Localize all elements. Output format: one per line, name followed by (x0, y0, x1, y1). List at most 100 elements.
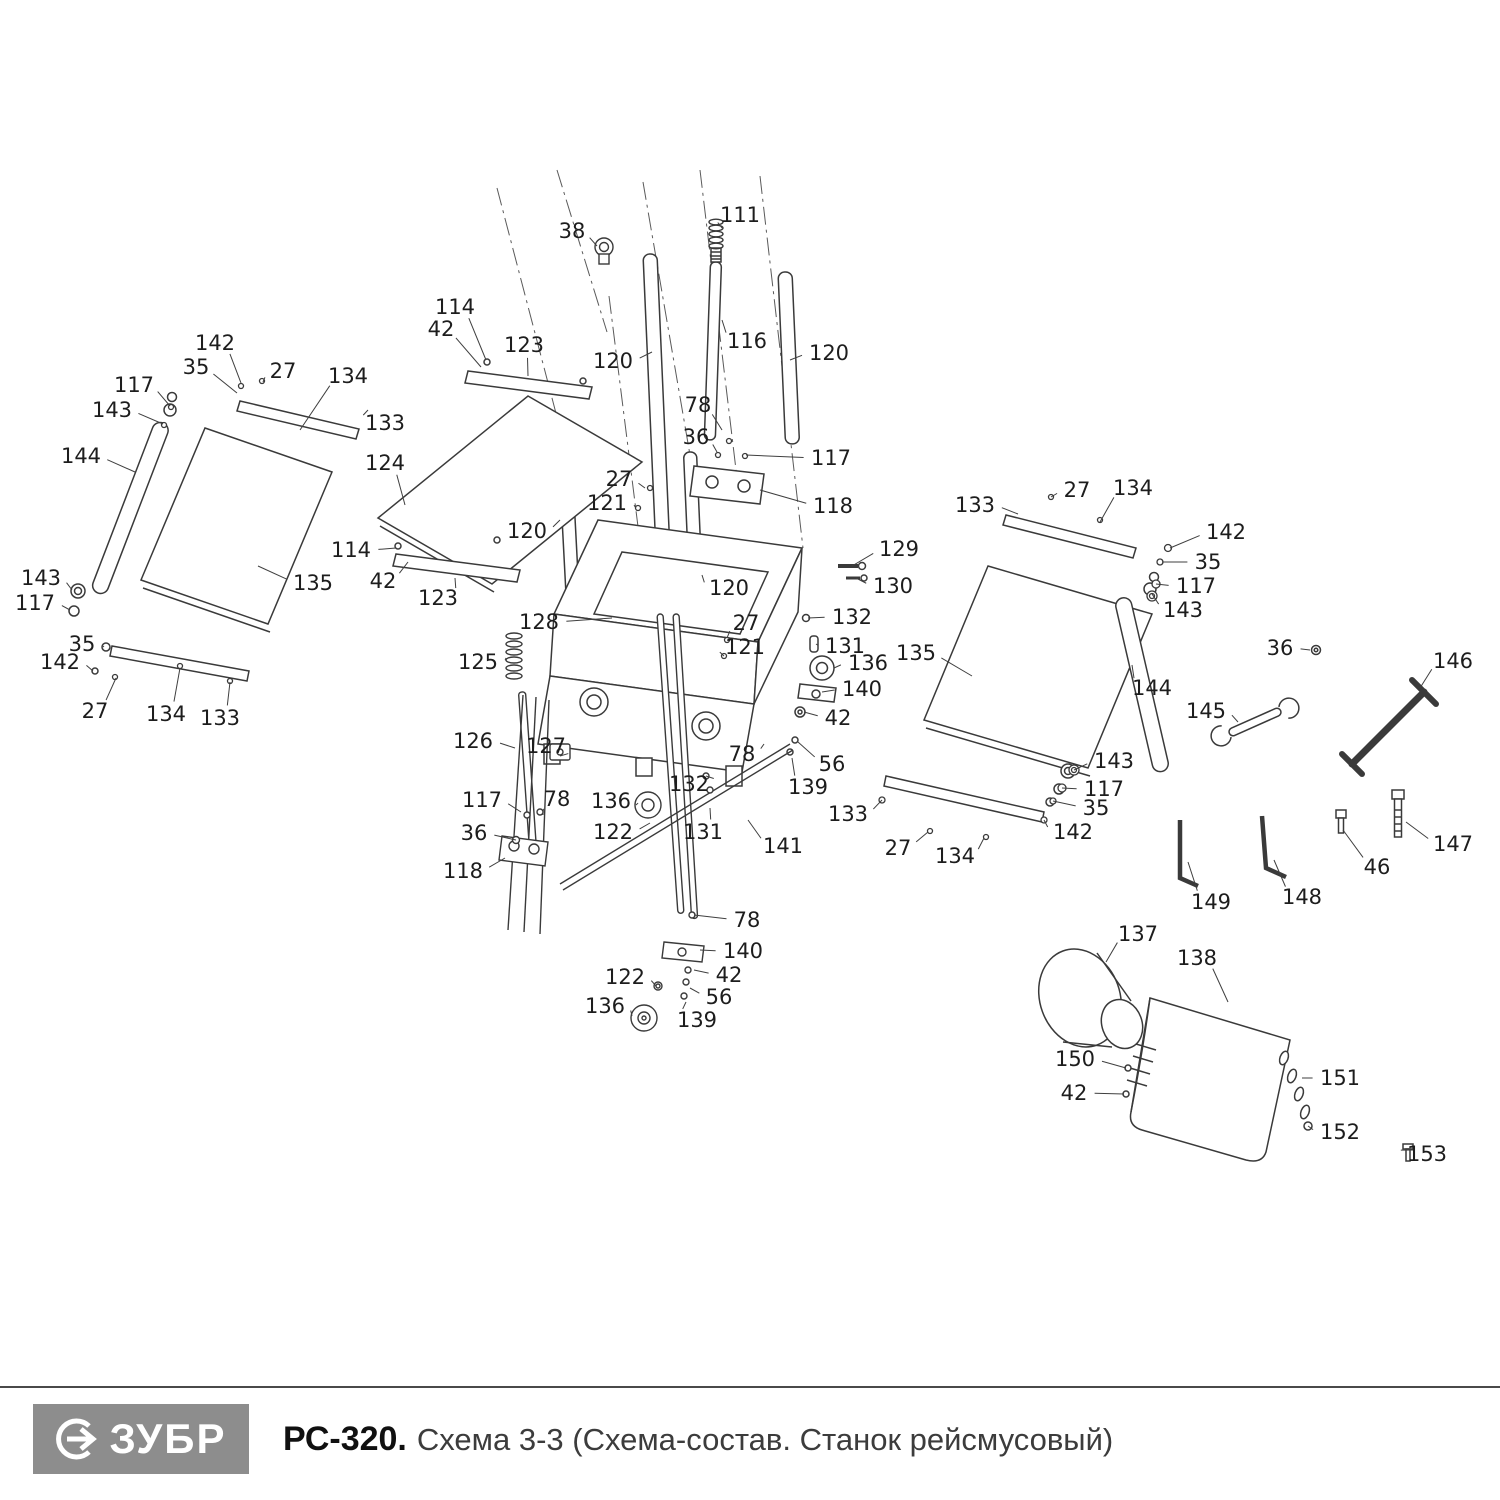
part-number-label: 142 (1206, 520, 1246, 544)
leader-line (157, 391, 171, 407)
part-number-label: 136 (591, 789, 631, 813)
part-number-label: 138 (1177, 946, 1217, 970)
leader-line (721, 319, 727, 333)
part-number-label: 134 (935, 844, 975, 868)
part-number-label: 35 (1195, 550, 1222, 574)
part-number-label: 136 (585, 994, 625, 1018)
part-number-label: 125 (458, 650, 498, 674)
leader-line (1307, 1125, 1314, 1131)
part-number-label: 35 (69, 632, 96, 656)
leader-line (362, 409, 369, 416)
part-number-label: 121 (587, 491, 627, 515)
leader-line (262, 377, 266, 383)
part-number-label: 78 (729, 742, 756, 766)
part-number-label: 131 (683, 820, 723, 844)
part-number-label: 116 (727, 329, 767, 353)
leader-line (299, 385, 331, 431)
part-number-label: 143 (92, 398, 132, 422)
part-number-label: 132 (669, 772, 709, 796)
part-number-label: 141 (763, 834, 803, 858)
leader-line (1419, 668, 1433, 689)
part-number-label: 142 (1053, 820, 1093, 844)
leader-line (693, 969, 709, 974)
part-number-label: 129 (879, 537, 919, 561)
part-number-label: 42 (370, 569, 397, 593)
part-number-label: 36 (461, 821, 488, 845)
part-number-label: 128 (519, 610, 559, 634)
part-number-label: 153 (1407, 1142, 1447, 1166)
part-number-label: 27 (885, 836, 912, 860)
part-number-label: 46 (1364, 855, 1391, 879)
leader-line (1099, 497, 1115, 523)
part-number-label: 127 (526, 734, 566, 758)
leader-line (1043, 819, 1049, 828)
leader-line (257, 565, 288, 580)
leader-line (1101, 1060, 1127, 1069)
part-number-label: 135 (293, 571, 333, 595)
open-end-wrench-145 (1210, 697, 1300, 747)
part-number-label: 78 (734, 908, 761, 932)
leader-line (66, 582, 73, 591)
leader-line (559, 753, 569, 757)
part-number-label: 42 (428, 317, 455, 341)
leader-line (1169, 535, 1200, 549)
leader-line (1061, 787, 1077, 790)
part-number-label: 135 (896, 641, 936, 665)
leader-line (745, 454, 804, 459)
leader-line (797, 741, 816, 758)
leader-line (1052, 800, 1076, 807)
leader-line (1001, 507, 1019, 515)
leader-line (468, 318, 487, 361)
leader-line (941, 657, 973, 677)
bolt-46 (1335, 809, 1347, 834)
leader-line (1131, 664, 1135, 679)
part-number-label: 35 (183, 355, 210, 379)
leader-line (173, 667, 181, 702)
part-number-label: 36 (1267, 636, 1294, 660)
leader-line (639, 351, 653, 359)
leader-line (1155, 583, 1169, 586)
part-number-label: 140 (723, 939, 763, 963)
leader-line (566, 617, 613, 622)
leader-line (650, 980, 657, 987)
leader-line (699, 949, 716, 952)
part-number-label: 78 (685, 393, 712, 417)
part-number-label: 140 (842, 677, 882, 701)
part-number-label: 120 (593, 349, 633, 373)
part-number-label: 148 (1282, 885, 1322, 909)
part-number-label: 132 (832, 605, 872, 629)
part-number-label: 27 (606, 467, 633, 491)
elevation-screw-assembly (498, 632, 571, 935)
leader-line (396, 474, 406, 506)
part-number-label: 124 (365, 451, 405, 475)
leader-line (638, 482, 646, 489)
part-number-label: 117 (1084, 777, 1124, 801)
leader-line (226, 681, 231, 706)
part-number-label: 35 (1083, 796, 1110, 820)
right-extension-table (883, 514, 1169, 823)
leader-line (803, 711, 818, 717)
leader-line (1105, 942, 1118, 963)
part-number-label: 143 (1163, 598, 1203, 622)
leader-line (213, 373, 238, 394)
crank-handle-146 (1339, 677, 1439, 777)
part-number-label: 118 (813, 494, 853, 518)
part-number-label: 144 (1132, 676, 1172, 700)
leader-line (494, 834, 517, 841)
part-number-label: 146 (1433, 649, 1473, 673)
part-number-label: 151 (1320, 1066, 1360, 1090)
main-housing (537, 465, 804, 787)
part-number-label: 27 (733, 611, 760, 635)
part-number-label: 78 (544, 787, 571, 811)
part-number-label: 122 (593, 820, 633, 844)
leader-line (760, 743, 765, 749)
leader-line (701, 574, 705, 583)
part-number-label: 42 (1061, 1081, 1088, 1105)
model-number: РС-320. (283, 1419, 407, 1458)
bolt-147 (1391, 789, 1405, 838)
hex-key-149 (1177, 820, 1199, 889)
part-number-label: 130 (873, 574, 913, 598)
leader-line (1300, 648, 1311, 651)
part-number-label: 149 (1191, 890, 1231, 914)
